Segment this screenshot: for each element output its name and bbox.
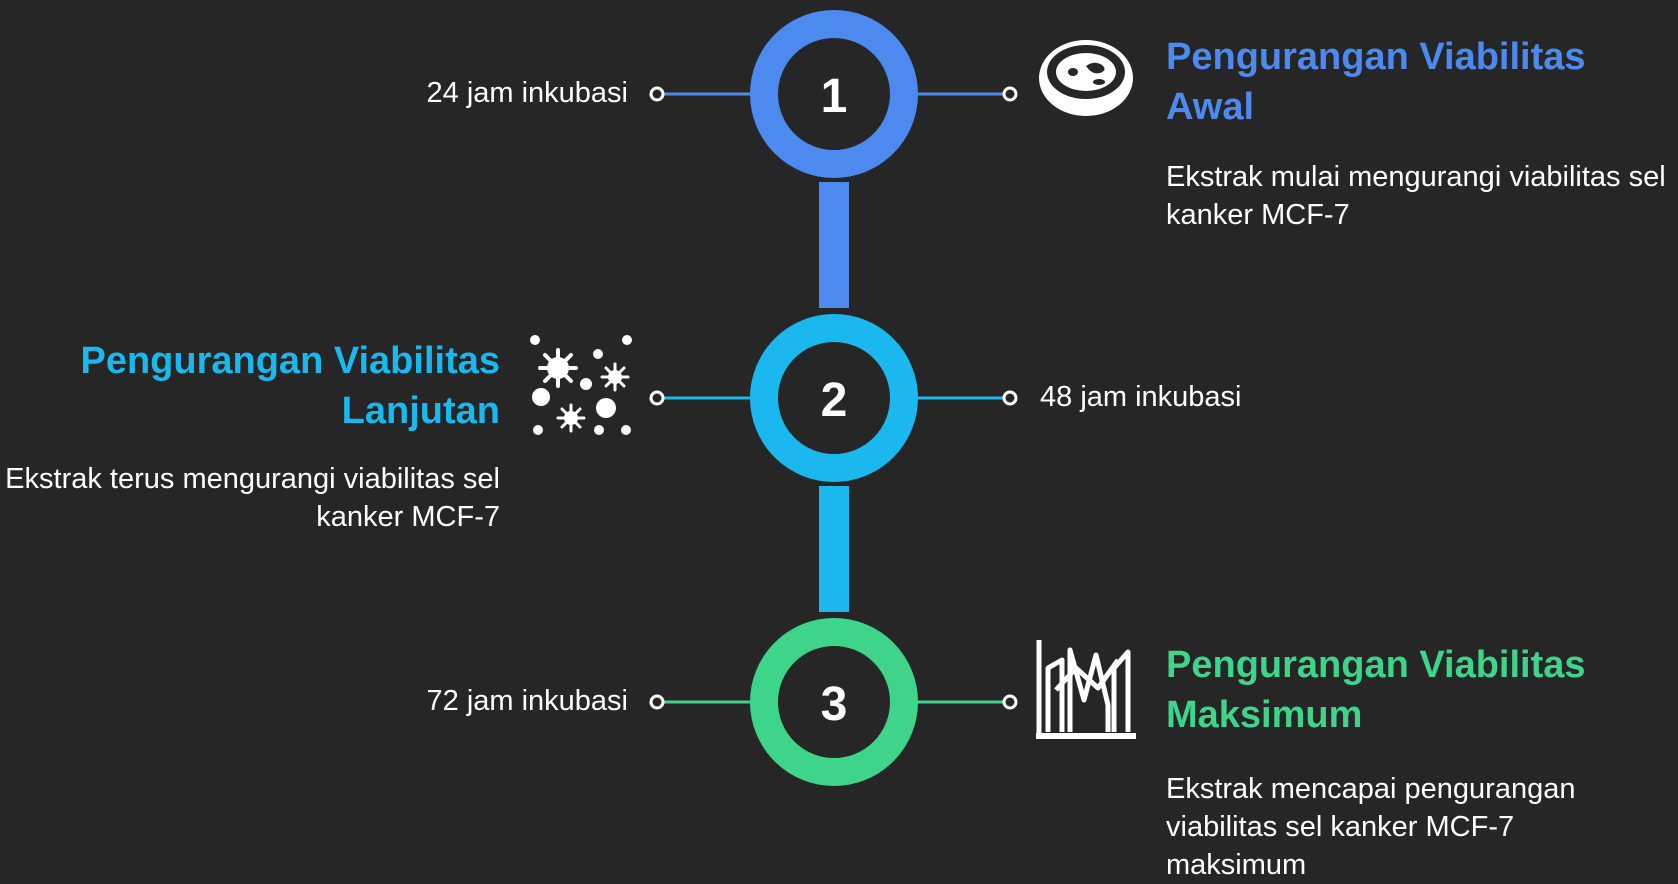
step-1-right-dot [1002, 86, 1018, 102]
step-1-ring [750, 10, 918, 178]
step-3-right-dot [1002, 694, 1018, 710]
step-3-graphic: 3 [649, 618, 1136, 786]
step-2-right-dot [1002, 390, 1018, 406]
step-2-title: Pengurangan Viabilitas Lanjutan [80, 340, 500, 432]
step-2-time-label: 48 jam inkubasi [1040, 381, 1242, 413]
step-3-number: 3 [821, 678, 848, 731]
connector-1-2 [819, 182, 849, 308]
step-2-number: 2 [821, 374, 848, 427]
petri-dish-icon [1039, 40, 1133, 116]
step-1-title: Pengurangan Viabilitas Awal [1166, 36, 1586, 128]
step-3-ring [750, 618, 918, 786]
step-2-graphic: 2 [530, 314, 1018, 482]
step-3-title: Pengurangan Viabilitas Maksimum [1166, 644, 1586, 736]
connector-2-3 [819, 486, 849, 612]
step-2-ring [750, 314, 918, 482]
declining-chart-icon [1036, 640, 1136, 739]
step-1-graphic: 1 [649, 10, 1133, 178]
cells-icon [530, 335, 632, 435]
step-3-left-dot [649, 694, 665, 710]
step-2-left-dot [649, 390, 665, 406]
step-1-number: 1 [821, 70, 848, 123]
step-1-left-dot [649, 86, 665, 102]
step-1-time-label: 24 jam inkubasi [426, 77, 629, 109]
step-3-description: Ekstrak mencapai pengurangan viabilitas … [1166, 773, 1576, 881]
step-2-description: Ekstrak terus mengurangi viabilitas sel … [5, 463, 500, 533]
step-3-time-label: 72 jam inkubasi [426, 685, 629, 717]
step-1-description: Ekstrak mulai mengurangi viabilitas sel … [1166, 161, 1666, 231]
